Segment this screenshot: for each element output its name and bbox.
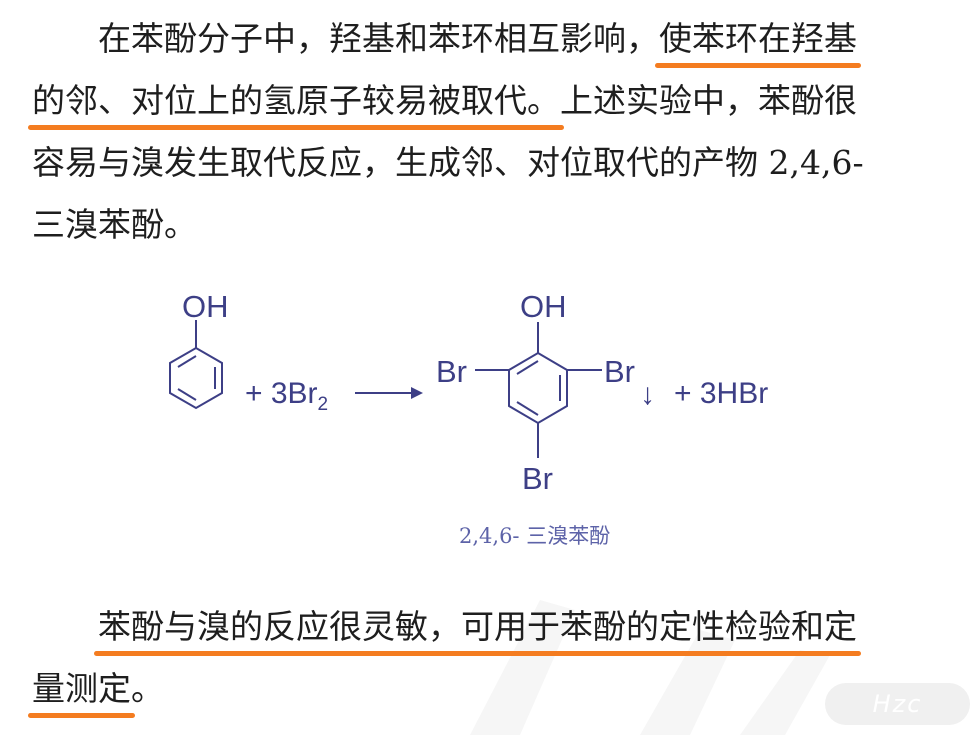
paragraph-1-line-3: 容易与溴发生取代反应，生成邻、对位取代的产物 2,4,6- [32,143,864,182]
reaction-scheme: OH + 3Br2 OH Br Br Br ↓ + 3HBr [169,289,768,496]
precipitate-arrow-icon: ↓ [640,378,655,411]
product-caption: 2,4,6- 三溴苯酚 [459,524,611,548]
tribromophenol-structure [475,322,602,458]
text-span: 在苯酚分子中，羟基和苯环相互影响， [98,19,659,58]
reaction-arrow [355,387,423,399]
phenol-structure [169,320,223,410]
paragraph-1-line-2: 的邻、对位上的氢原子较易被取代。上述实验中，苯酚很 [32,70,922,132]
paragraph-1: 在苯酚分子中，羟基和苯环相互影响，使苯环在羟基 的邻、对位上的氢原子较易被取代。… [32,8,922,256]
paragraph-2-line-2: 量测定。 [32,658,922,720]
text-span: 。 [131,669,164,708]
highlighted-text: 量测定 [32,669,131,708]
paragraph-1-line-1: 在苯酚分子中，羟基和苯环相互影响，使苯环在羟基 [32,8,922,70]
byproduct-label: + 3HBr [674,377,768,410]
bromine-right-label: Br [604,354,635,389]
watermark-logo: Hzc [825,683,970,725]
bromine-left-label: Br [436,354,467,389]
text-span: 上述实验中，苯酚很 [560,81,857,120]
reactant-oh-label: OH [182,289,229,324]
paragraph-2-line-1: 苯酚与溴的反应很灵敏，可用于苯酚的定性检验和定 [32,596,922,658]
bromine-bottom-label: Br [522,461,553,496]
product-oh-label: OH [520,289,567,324]
paragraph-2: 苯酚与溴的反应很灵敏，可用于苯酚的定性检验和定 量测定。 [32,596,922,720]
paragraph-1-line-4: 三溴苯酚。 [32,205,197,244]
highlighted-text: 使苯环在羟基 [659,19,857,58]
logo-text: Hzc [872,690,923,718]
highlighted-text: 的邻、对位上的氢原子较易被取代。 [32,81,560,120]
highlighted-text: 苯酚与溴的反应很灵敏，可用于苯酚的定性检验和定 [98,607,857,646]
reagent-label: + 3Br2 [245,377,328,415]
